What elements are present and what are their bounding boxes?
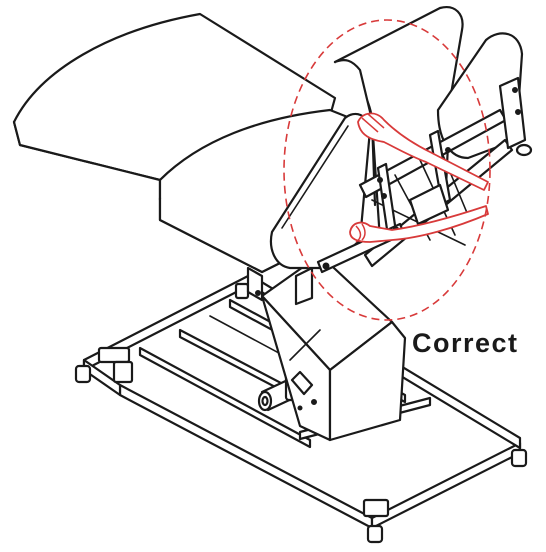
lift-column [260,253,407,442]
backrest [269,6,533,274]
hands-icon [349,112,489,243]
dashed-circle-icon [283,19,491,321]
caption-correct: Correct [412,328,519,358]
